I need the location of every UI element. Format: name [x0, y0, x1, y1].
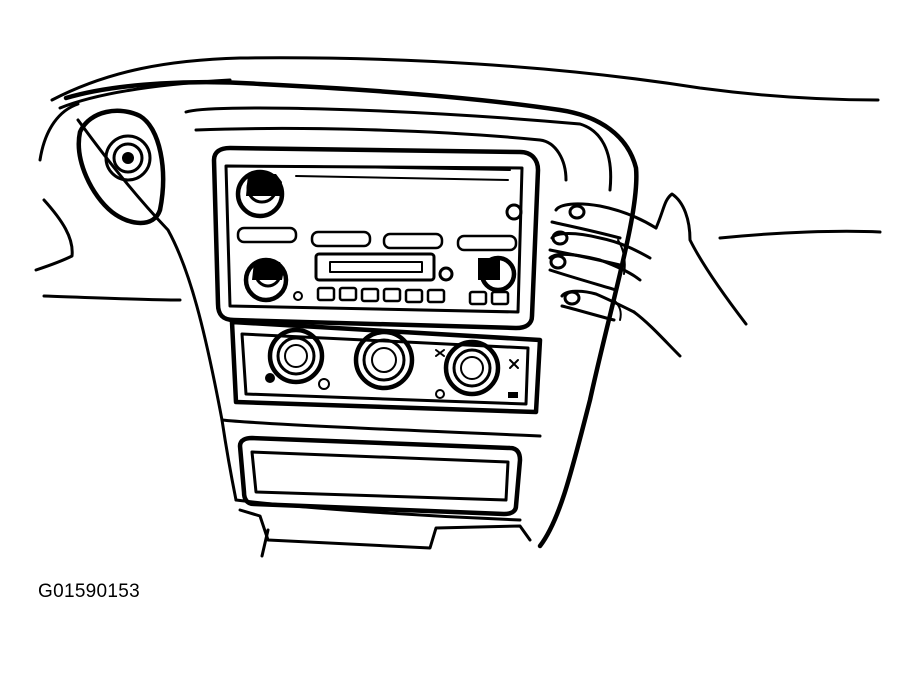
climate-control-panel — [229, 319, 543, 415]
hand-illustration — [548, 192, 748, 358]
radio-unit — [211, 145, 541, 331]
storage-pocket — [237, 435, 523, 517]
figure-code: G01590153 — [38, 581, 141, 602]
dashboard-outline — [34, 56, 882, 558]
left-vent-bezel — [76, 108, 166, 226]
console-bezel — [63, 79, 639, 550]
